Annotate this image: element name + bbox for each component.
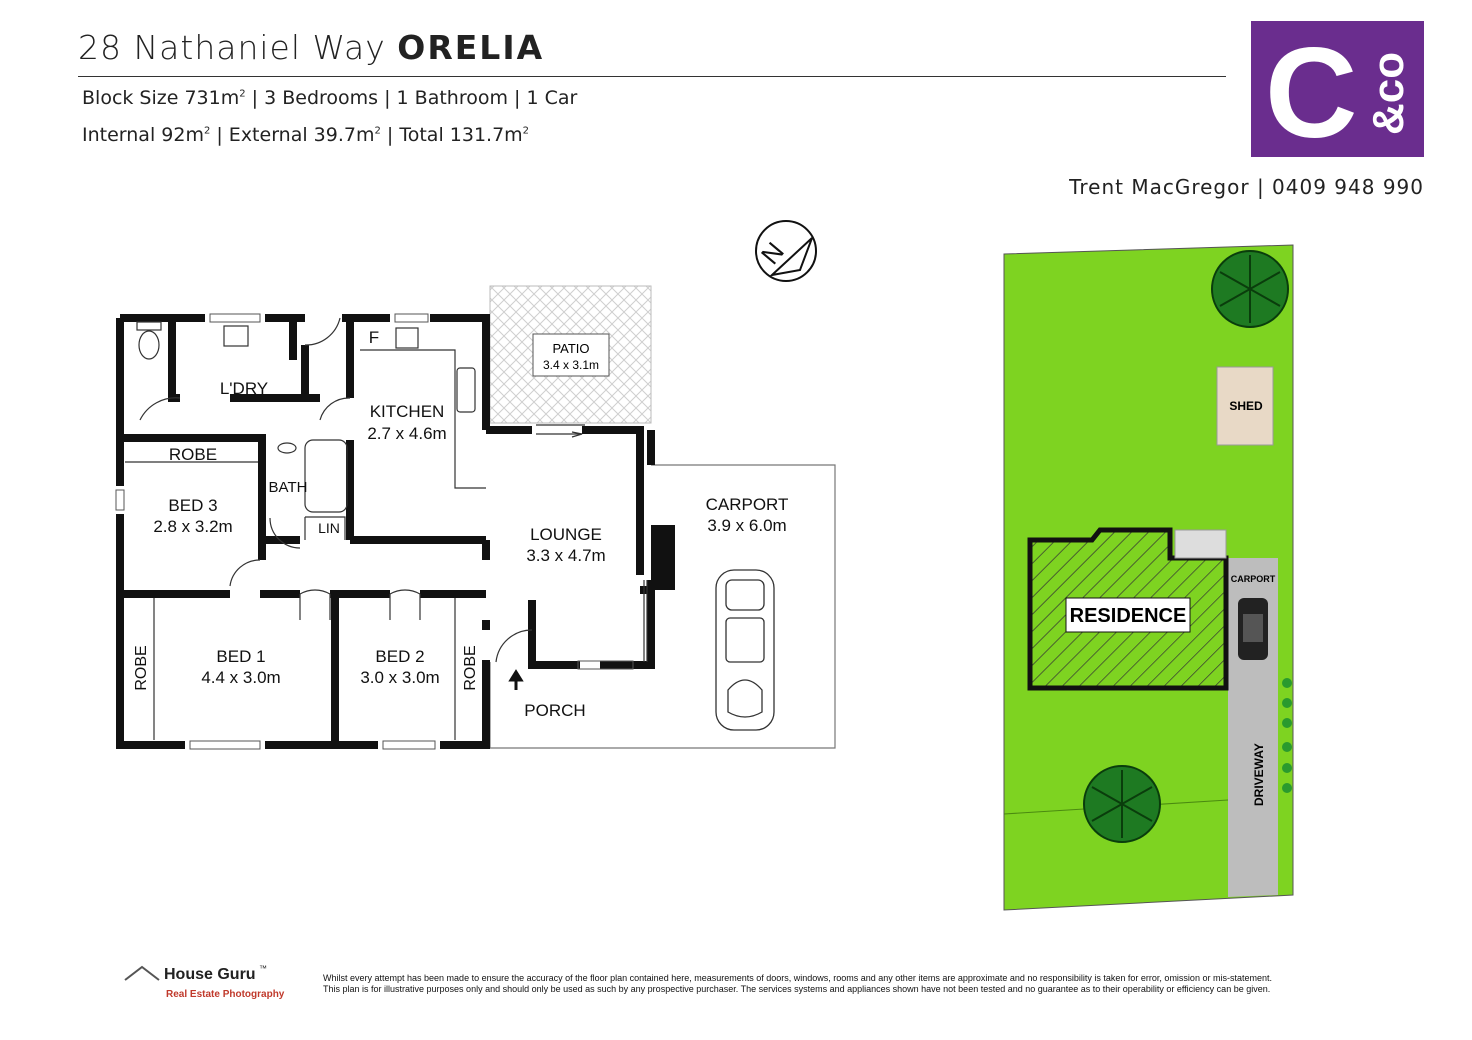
window-frames <box>115 313 634 750</box>
area-stats: Internal 92m2 | External 39.7m2 | Total … <box>82 124 529 146</box>
disclaimer-line1: Whilst every attempt has been made to en… <box>323 973 1272 983</box>
lounge-size: 3.3 x 4.7m <box>526 546 605 565</box>
patio-label: PATIO <box>552 341 589 356</box>
residence-annex <box>1174 529 1227 559</box>
shed <box>1216 366 1274 446</box>
room-carport: CARPORT <box>706 495 789 514</box>
agent-contact: Trent MacGregor | 0409 948 990 <box>1069 175 1424 199</box>
disclaimer: Whilst every attempt has been made to en… <box>323 973 1383 995</box>
house-guru-logo: House Guru ™ Real Estate Photography <box>122 962 292 1007</box>
site-carport-label: CARPORT <box>1231 574 1276 584</box>
residence-label-box <box>1065 597 1191 633</box>
property-stats: Block Size 731m2 | 3 Bedrooms | 1 Bathro… <box>82 87 577 109</box>
internal-area: Internal 92m <box>82 124 204 146</box>
shed-label: SHED <box>1229 399 1263 413</box>
north-arrow-icon: N <box>755 220 817 282</box>
bed3-size: 2.8 x 3.2m <box>153 517 232 536</box>
entry-arrow-icon <box>508 669 524 690</box>
robe-left: ROBE <box>133 645 150 690</box>
room-bed2: BED 2 <box>375 647 424 666</box>
windows <box>116 316 435 747</box>
fridge-label: F <box>369 328 379 347</box>
sq-sup: 2 <box>203 125 211 137</box>
room-porch: PORCH <box>524 701 585 720</box>
fittings <box>125 317 648 740</box>
agency-logo: C &co <box>1251 21 1424 165</box>
room-bath: BATH <box>269 479 308 496</box>
disclaimer-line2: This plan is for illustrative purposes o… <box>323 984 1271 994</box>
shrub-icons <box>1282 678 1292 793</box>
house-icon <box>124 965 160 981</box>
bed2-size: 3.0 x 3.0m <box>360 668 439 687</box>
carport-size: 3.9 x 6.0m <box>707 516 786 535</box>
rooms-summary: | 3 Bedrooms | 1 Bathroom | 1 Car <box>245 87 578 109</box>
room-lounge: LOUNGE <box>530 525 602 544</box>
suburb: ORELIA <box>397 28 545 67</box>
room-labels: L'DRY F KITCHEN 2.7 x 4.6m ROBE BATH BED… <box>133 328 788 720</box>
property-address: 28 Nathaniel Way ORELIA <box>78 28 544 67</box>
logo-suffix: &co <box>1364 52 1413 135</box>
kitchen-size: 2.7 x 4.6m <box>367 424 446 443</box>
patio-size: 3.4 x 3.1m <box>543 358 599 372</box>
robe-right: ROBE <box>462 645 479 690</box>
driveway-label: DRIVEWAY <box>1252 743 1266 806</box>
total-area: | Total 131.7m <box>380 124 523 146</box>
brand-tm: ™ <box>259 964 267 973</box>
tree-icon <box>1083 765 1161 843</box>
car-icon <box>715 569 775 731</box>
floorplan-walls <box>116 314 655 749</box>
brand-name: House Guru <box>164 966 256 983</box>
sq-sup: 2 <box>239 88 246 100</box>
room-bed3: BED 3 <box>168 496 217 515</box>
block-size: Block Size 731m <box>82 87 240 109</box>
patio-label-box <box>532 333 610 377</box>
room-laundry: L'DRY <box>220 379 268 398</box>
logo-letter: C <box>1265 22 1357 157</box>
room-bed1: BED 1 <box>216 647 265 666</box>
robe-top: ROBE <box>169 445 217 464</box>
sq-sup: 2 <box>522 125 530 137</box>
header-rule <box>78 76 1226 77</box>
tree-icon <box>1211 250 1289 328</box>
external-area: | External 39.7m <box>210 124 375 146</box>
residence-label: RESIDENCE <box>1070 605 1187 627</box>
street-address: 28 Nathaniel Way <box>78 28 386 67</box>
room-kitchen: KITCHEN <box>370 402 445 421</box>
room-linen: LIN <box>318 520 340 536</box>
sq-sup: 2 <box>374 125 381 137</box>
bed1-size: 4.4 x 3.0m <box>201 668 280 687</box>
fireplace <box>651 525 675 590</box>
driveway <box>1228 670 1278 897</box>
brand-tagline: Real Estate Photography <box>166 989 285 1000</box>
